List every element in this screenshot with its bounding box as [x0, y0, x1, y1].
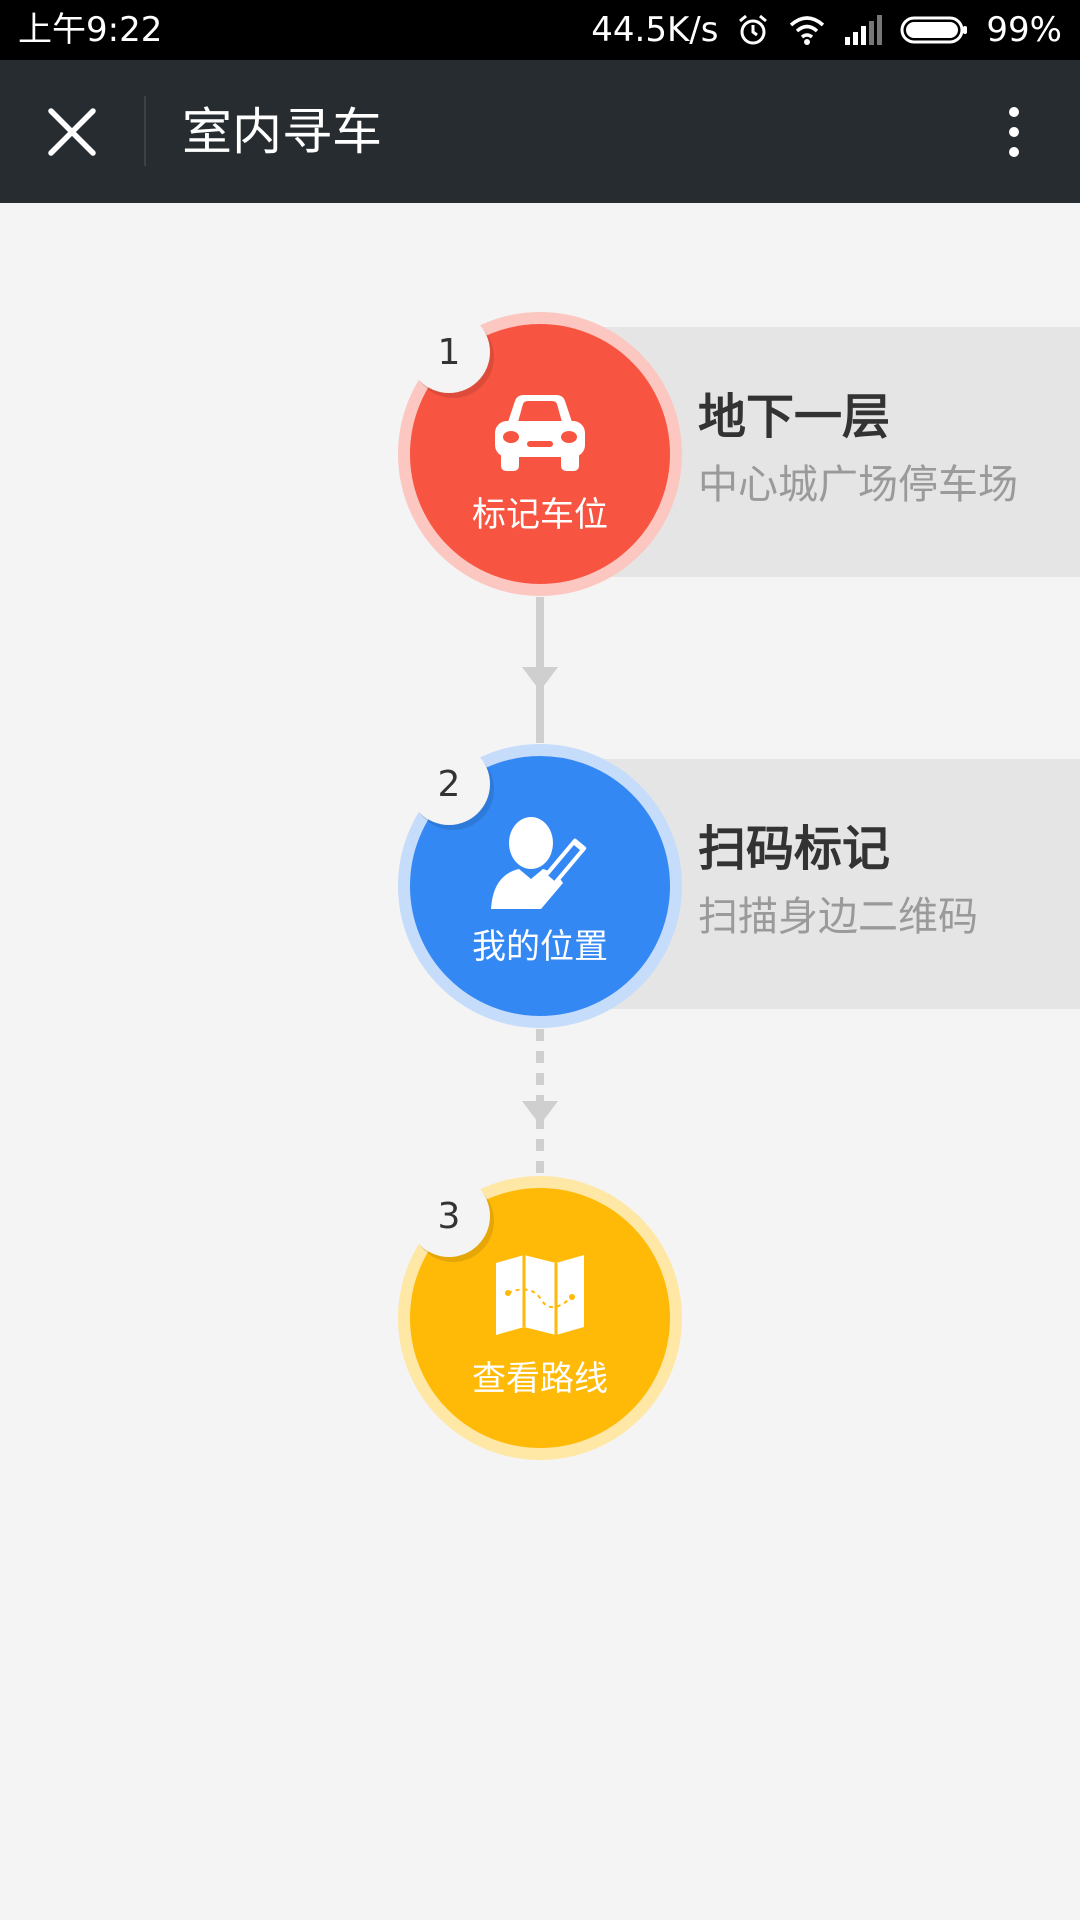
network-speed: 44.5K/s — [591, 10, 719, 50]
signal-icon — [844, 15, 883, 45]
step-1-number: 1 — [408, 311, 490, 393]
battery-level: 99% — [986, 10, 1062, 50]
map-icon — [485, 1245, 595, 1345]
page-title: 室内寻车 — [182, 103, 382, 161]
step-2-card-title: 扫码标记 — [698, 821, 891, 877]
alarm-icon — [736, 13, 770, 47]
person-edit-icon — [485, 813, 595, 913]
wifi-icon — [788, 14, 826, 46]
step-2-card-subtitle: 扫描身边二维码 — [698, 894, 978, 940]
step-1-card-title: 地下一层 — [698, 389, 891, 445]
step-2-label: 我的位置 — [472, 927, 608, 967]
step-1-label: 标记车位 — [472, 495, 608, 535]
step-2-number: 2 — [408, 743, 490, 825]
step-3-number: 3 — [408, 1175, 490, 1257]
more-button[interactable] — [984, 96, 1044, 168]
status-time: 上午9:22 — [18, 10, 163, 50]
close-button[interactable] — [36, 96, 108, 168]
title-bar: 室内寻车 — [0, 60, 1080, 203]
title-divider — [144, 96, 146, 166]
arrow-down-icon — [522, 667, 558, 691]
car-icon — [485, 381, 595, 481]
step-3-label: 查看路线 — [472, 1359, 608, 1399]
more-vertical-icon — [1009, 107, 1019, 117]
status-icons: 44.5K/s — [591, 8, 1062, 52]
status-bar: 上午9:22 44.5K/s — [0, 0, 1080, 60]
battery-icon — [900, 15, 968, 45]
close-icon — [48, 108, 96, 156]
step-1-card-subtitle: 中心城广场停车场 — [698, 462, 1018, 508]
arrow-down-icon — [522, 1101, 558, 1125]
